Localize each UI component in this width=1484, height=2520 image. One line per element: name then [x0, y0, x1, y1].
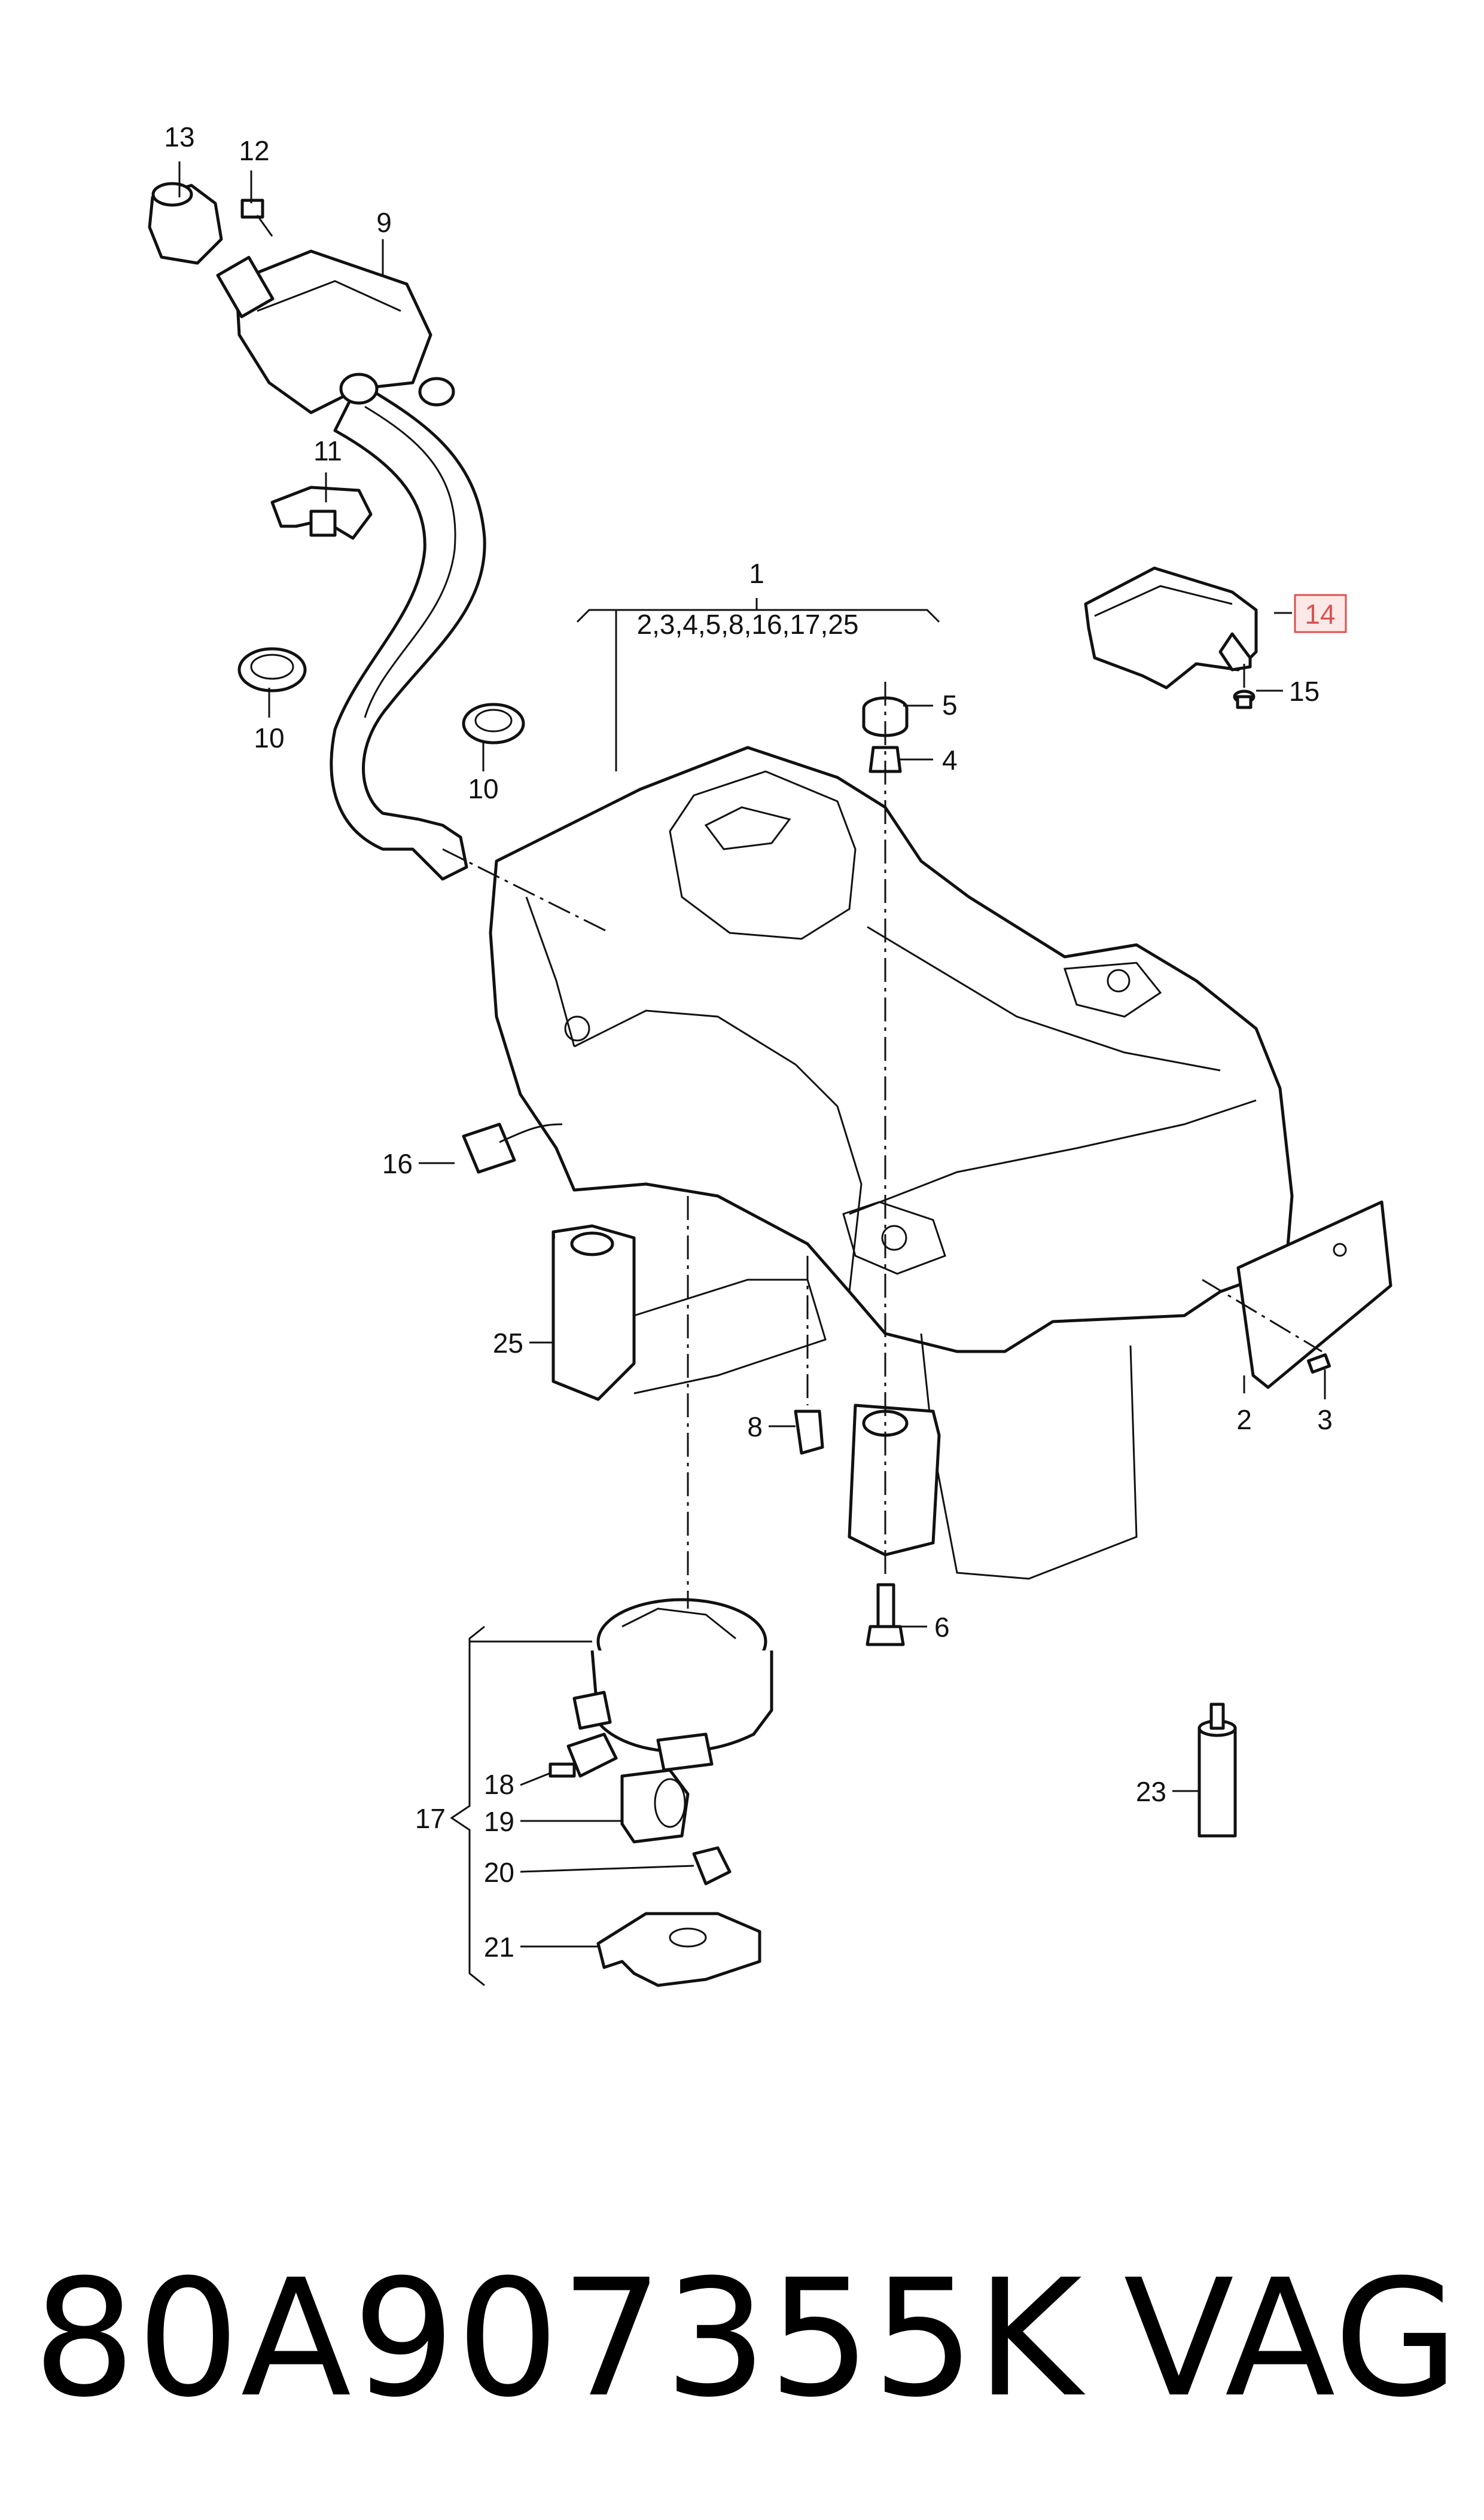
valve-18: [548, 1732, 618, 1778]
callout-6: 6: [934, 1612, 950, 1643]
callout-17: 17: [415, 1803, 446, 1834]
callout-20: 20: [484, 1857, 514, 1888]
clamp-10-left: [237, 647, 307, 692]
clip-11: [270, 486, 373, 540]
pump-module-17: [572, 1598, 773, 1772]
bolt-3: [1306, 1353, 1331, 1374]
nut-4: [869, 746, 902, 773]
cap-13: [148, 182, 223, 265]
leader-lines: [178, 161, 1326, 1987]
callout-23: 23: [1136, 1776, 1166, 1807]
bolt-12: [240, 199, 273, 237]
sensor-20: [692, 1846, 732, 1886]
nut-8: [794, 1410, 824, 1455]
callout-4: 4: [942, 745, 958, 776]
callout-1: 1: [749, 558, 764, 589]
cover-21: [596, 1912, 761, 1987]
screw-15: [1233, 690, 1256, 709]
callout-19: 19: [484, 1806, 514, 1837]
clamp-10-right: [462, 703, 525, 745]
callout-8: 8: [747, 1411, 763, 1442]
shield-plate-2: [1236, 1200, 1392, 1389]
bolt-6: [866, 1583, 905, 1646]
callout-18: 18: [484, 1769, 514, 1800]
callout-14: 14: [1305, 599, 1335, 630]
control-unit-14: [1084, 566, 1258, 690]
assembly-lines: [442, 664, 1323, 1609]
brand-name: VAG: [1123, 2244, 1460, 2433]
callout-13: 13: [164, 121, 194, 152]
callout-14-highlight: [1294, 594, 1347, 633]
callout-labels: 13 12 9 11 10 10 1 2,3,4,5,8,16,17,25 5 …: [164, 121, 1347, 1963]
callout-9: 9: [376, 207, 392, 238]
callout-2: 2: [1236, 1404, 1252, 1435]
callout-1-list: 2,3,4,5,8,16,17,25: [637, 609, 859, 640]
callout-15: 15: [1289, 676, 1320, 707]
callout-11: 11: [313, 435, 342, 466]
callout-21: 21: [484, 1932, 514, 1963]
bracket-25: [551, 1232, 599, 1401]
filler-neck: [216, 249, 486, 881]
callout-3: 3: [1317, 1404, 1333, 1435]
bottle-23: [1197, 1703, 1237, 1838]
pump-19: [620, 1768, 690, 1844]
tank-body: [489, 746, 1294, 1580]
part-number: 80A907355K: [33, 2244, 1084, 2433]
callout-5: 5: [942, 690, 958, 721]
callout-10-right: 10: [468, 773, 498, 804]
sensor-16: [462, 1122, 563, 1174]
callout-10-left: 10: [254, 722, 284, 753]
callout-12: 12: [239, 135, 269, 166]
callout-16: 16: [382, 1148, 413, 1179]
callout-25: 25: [493, 1328, 523, 1359]
caption-bar: 80A907355K VAG: [0, 2213, 1484, 2464]
